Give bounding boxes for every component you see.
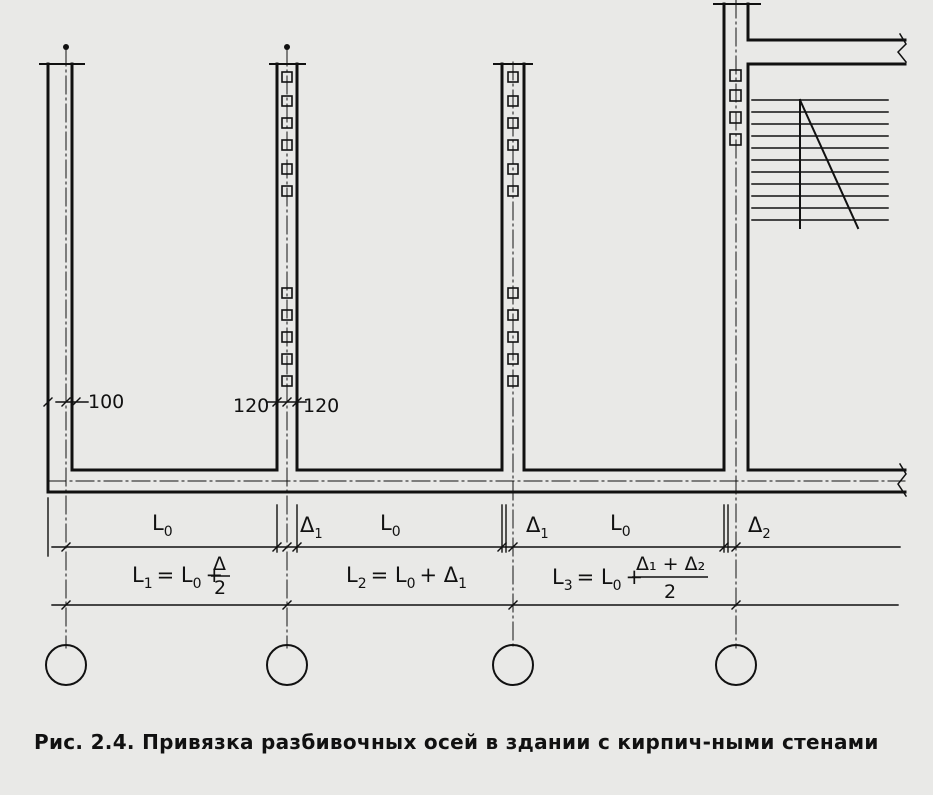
span-2-label: L0 [380, 511, 401, 540]
outer-wall-bottom [46, 462, 908, 498]
delta-label-1: Δ1 [300, 513, 323, 542]
stair [751, 98, 889, 230]
masonry-blocks [281, 69, 742, 387]
svg-text:L0: L0 [152, 511, 173, 540]
formula-l2: L2= L0+ Δ1 [346, 563, 467, 592]
dimension-lines [43, 397, 901, 610]
delta-label-3: Δ2 [748, 513, 771, 542]
label-outer-thickness: 100 [88, 391, 124, 413]
delta-label-2: Δ1 [526, 513, 549, 542]
formula-l3: L3= L0+ Δ₁ + Δ₂ 2 [552, 553, 708, 603]
outer-wall-left [39, 62, 85, 494]
label-inner-thickness-left: 120 [233, 395, 269, 417]
svg-text:2: 2 [664, 581, 676, 603]
svg-text:L2= L0+ Δ1: L2= L0+ Δ1 [346, 563, 467, 592]
span-3-label: L0 [610, 511, 631, 540]
axis-lines [47, 0, 906, 649]
svg-text:Δ₁ + Δ₂: Δ₁ + Δ₂ [636, 553, 705, 575]
axis-layout-diagram: 100 120 120 L0 L0 L0 Δ1 Δ1 Δ2 L1= L0+ Δ … [39, 0, 908, 686]
axis-bubbles [45, 644, 757, 686]
svg-text:L0: L0 [380, 511, 401, 540]
svg-text:2: 2 [214, 577, 226, 599]
formula-l1: L1= L0+ Δ 2 [132, 553, 230, 599]
svg-text:L0: L0 [610, 511, 631, 540]
svg-text:Δ: Δ [213, 553, 226, 575]
svg-text:L1= L0+: L1= L0+ [132, 563, 223, 592]
svg-text:L3= L0+: L3= L0+ [552, 565, 643, 594]
span-1-label: L0 [152, 511, 173, 540]
inner-wall-3 [713, 2, 908, 472]
label-inner-thickness-right: 120 [303, 395, 339, 417]
figure-caption: Рис. 2.4. Привязка разбивочных осей в зд… [34, 730, 879, 754]
